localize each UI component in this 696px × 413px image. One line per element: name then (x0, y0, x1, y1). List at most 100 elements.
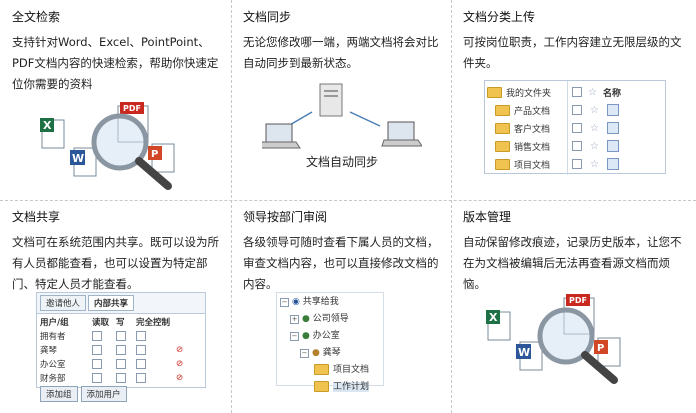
select-all-checkbox[interactable] (572, 87, 582, 97)
user-icon: ● (312, 348, 323, 358)
column-divider (451, 0, 452, 413)
feature-title: 版本管理 (463, 210, 512, 224)
feature-fulltext-search: 全文检索 支持针对Word、Excel、PointPoint、PDF文档内容的快… (0, 0, 231, 200)
folder-item[interactable]: 销售文档 (487, 137, 565, 155)
row-checkbox[interactable] (572, 105, 582, 115)
full-control-checkbox[interactable] (136, 373, 146, 383)
svg-text:X: X (489, 311, 498, 324)
full-control-checkbox[interactable] (136, 345, 146, 355)
feature-document-sync: 文档同步 无论您修改哪一端，两端文档将会对比自动同步到最新状态。 (231, 0, 451, 200)
tree-node[interactable]: 工作计划 (280, 379, 380, 396)
tree-node[interactable]: 项目文档 (280, 362, 380, 379)
header-read: 读取 (92, 318, 110, 328)
share-row-label: 办公室 (40, 360, 66, 370)
star-icon[interactable]: ☆ (590, 140, 599, 152)
tree-node-label: 共享给我 (302, 297, 339, 307)
write-checkbox[interactable] (116, 331, 126, 341)
feature-categorized-upload: 文档分类上传 可按岗位职责，工作内容建立无限层级的文件夹。 (451, 0, 696, 200)
file-icon (606, 158, 619, 170)
header-full-control: 完全控制 (136, 318, 171, 328)
feature-desc: 各级领导可随时查看下属人员的文档，审查文档内容，也可以直接修改文档的内容。 (243, 235, 439, 291)
full-control-checkbox[interactable] (136, 359, 146, 369)
svg-text:PDF: PDF (569, 296, 587, 305)
tree-node[interactable]: −● 龚琴 (280, 345, 380, 362)
magnifier-over-documents-icon: X W PDF P (486, 294, 621, 384)
tree-node[interactable]: −◉ 共享给我 (280, 294, 380, 311)
share-row-label: 拥有者 (40, 332, 66, 342)
folder-item[interactable]: 客户文档 (487, 119, 565, 137)
sync-caption: 文档自动同步 (306, 154, 378, 169)
share-row-label: 财务部 (40, 374, 66, 384)
write-checkbox[interactable] (116, 345, 126, 355)
feature-title: 文档同步 (243, 10, 292, 24)
add-user-button[interactable]: 添加用户 (80, 386, 127, 402)
collapse-icon[interactable]: − (280, 298, 289, 307)
feature-title: 全文检索 (12, 10, 61, 24)
feature-document-sharing: 文档共享 文档可在系统范围内共享。既可以设为所有人员都能查看，也可以设置为特定部… (0, 200, 231, 413)
feature-desc: 自动保留修改痕迹，记录历史版本，让您不在为文档被编辑后无法再查看源文档而烦恼。 (463, 235, 682, 291)
read-checkbox[interactable] (92, 331, 102, 341)
row-checkbox[interactable] (572, 159, 582, 169)
shared-tree-panel: −◉ 共享给我 +● 公司领导 −● 办公室 −● 龚琴 项目文档 工作计划 (276, 292, 384, 392)
write-checkbox[interactable] (116, 359, 126, 369)
share-row-label: 龚琴 (40, 346, 58, 356)
star-icon[interactable]: ☆ (590, 104, 599, 116)
header-user-group: 用户/组 (40, 318, 69, 328)
remove-icon[interactable]: ⊘ (176, 373, 184, 383)
folder-label: 销售文档 (514, 142, 551, 153)
tab-internal-share[interactable]: 内部共享 (88, 295, 135, 311)
feature-desc: 文档可在系统范围内共享。既可以设为所有人员都能查看，也可以设置为特定部门、特定人… (12, 235, 219, 291)
row-checkbox[interactable] (572, 141, 582, 151)
tree-node-label: 工作计划 (333, 382, 370, 392)
feature-title: 文档分类上传 (463, 10, 536, 24)
file-icon (606, 140, 619, 152)
add-group-button[interactable]: 添加组 (40, 386, 78, 402)
read-checkbox[interactable] (92, 345, 102, 355)
group-icon: ● (302, 314, 313, 324)
folder-item[interactable]: 项目文档 (487, 155, 565, 173)
tab-invite[interactable]: 邀请他人 (40, 295, 87, 311)
folder-icon (495, 104, 510, 116)
share-panel: 邀请他人内部共享 用户/组 读取 写 完全控制 拥有者 龚琴 ⊘ 办公室 ⊘ 财务部… (36, 292, 206, 402)
folder-label: 产品文档 (514, 106, 551, 117)
tree-node-label: 公司领导 (312, 314, 349, 324)
row-checkbox[interactable] (572, 123, 582, 133)
header-write: 写 (116, 318, 125, 328)
read-checkbox[interactable] (92, 359, 102, 369)
column-divider (231, 0, 232, 413)
feature-desc: 可按岗位职责，工作内容建立无限层级的文件夹。 (463, 35, 682, 70)
svg-text:W: W (72, 152, 84, 165)
star-icon: ☆ (588, 86, 597, 98)
tree-node-label: 龚琴 (322, 348, 341, 358)
collapse-icon[interactable]: − (290, 332, 299, 341)
folder-icon (314, 381, 329, 392)
globe-icon: ◉ (292, 297, 303, 307)
feature-desc: 支持针对Word、Excel、PointPoint、PDF文档内容的快速检索，帮… (12, 35, 219, 91)
write-checkbox[interactable] (116, 373, 126, 383)
svg-text:W: W (518, 346, 530, 359)
full-control-checkbox[interactable] (136, 331, 146, 341)
folder-icon (495, 158, 510, 170)
svg-text:P: P (151, 149, 158, 160)
column-header-name: 名称 (602, 88, 621, 99)
star-icon[interactable]: ☆ (590, 122, 599, 134)
tree-node[interactable]: +● 公司领导 (280, 311, 380, 328)
file-list: ☆名称 ☆ ☆ ☆ ☆ (568, 81, 665, 175)
folder-item[interactable]: 产品文档 (487, 101, 565, 119)
read-checkbox[interactable] (92, 373, 102, 383)
folder-item[interactable]: 我的文件夹 (487, 83, 565, 101)
star-icon[interactable]: ☆ (590, 158, 599, 170)
remove-icon[interactable]: ⊘ (176, 359, 184, 369)
tree-node[interactable]: −● 办公室 (280, 328, 380, 345)
expand-icon[interactable]: + (290, 315, 299, 324)
folder-icon (314, 364, 329, 375)
collapse-icon[interactable]: − (300, 349, 309, 358)
svg-text:X: X (43, 119, 52, 132)
feature-title: 领导按部门审阅 (243, 210, 328, 224)
file-icon (606, 104, 619, 116)
folder-label: 客户文档 (514, 124, 551, 135)
folder-label: 我的文件夹 (506, 88, 552, 99)
file-icon (606, 122, 619, 134)
remove-icon[interactable]: ⊘ (176, 345, 184, 355)
file-panel: 我的文件夹 产品文档 客户文档 销售文档 项目文档 ☆名称 ☆ ☆ ☆ ☆ (484, 80, 666, 175)
